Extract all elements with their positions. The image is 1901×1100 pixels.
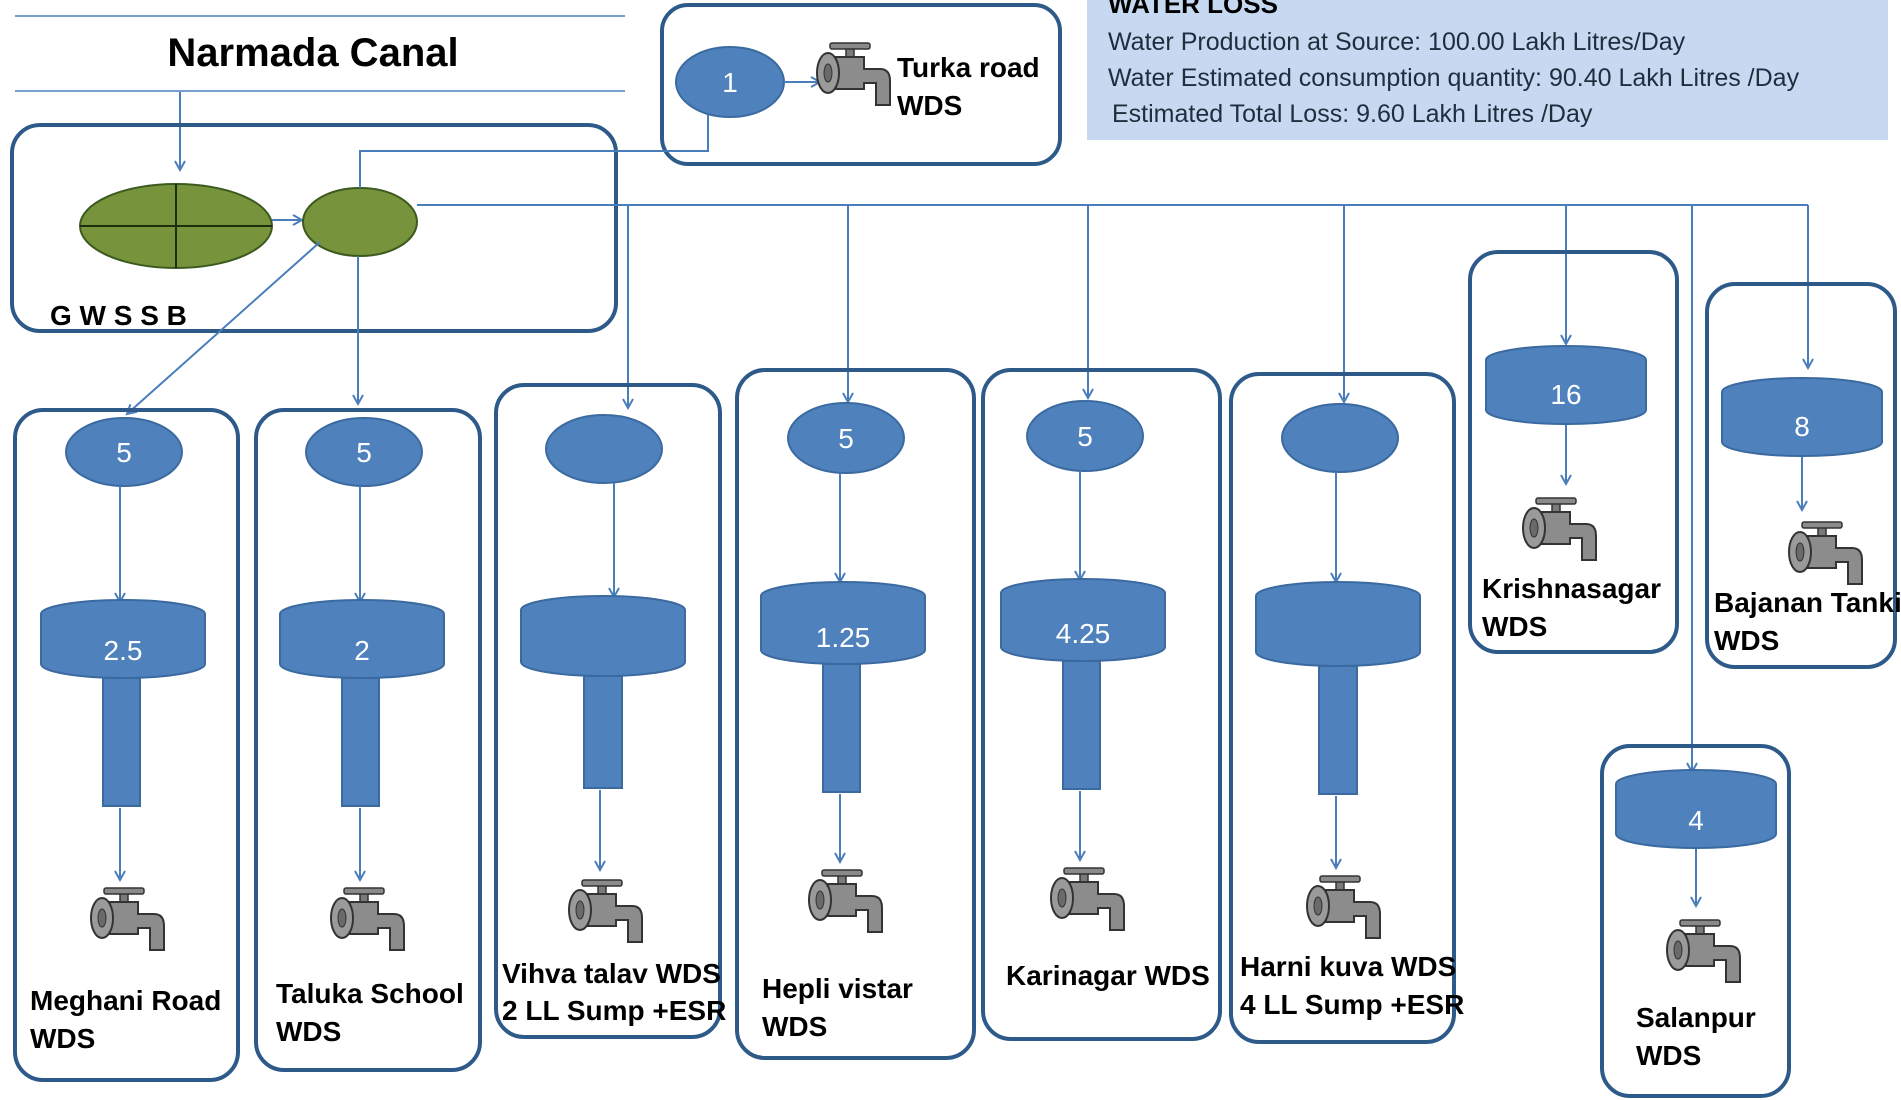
esr-column [583,675,623,789]
turka-sump-value: 1 [722,67,738,98]
station-box [735,368,976,1060]
water-loss-title: WATER LOSS [1108,0,1278,19]
tap-icon [330,887,405,951]
sump-node [545,414,663,484]
station-karinagar: 5 4.25 Karinagar WDS [981,368,1222,1041]
station-label-1: Karinagar WDS [1006,960,1210,991]
sump-node [305,417,423,487]
station-krishnasagar: 16 Krishnasagar WDS [1468,250,1679,654]
station-box [1705,282,1897,669]
plant-label: G W S S B [50,300,187,331]
plant-box [10,123,618,333]
esr-column [1318,665,1358,795]
station-box [494,383,722,1039]
station-box [981,368,1222,1041]
station-label-2: WDS [762,1011,827,1042]
esr-column [341,677,380,807]
canal-title: Narmada Canal [167,31,458,75]
tap-icon [90,887,165,951]
station-label-2: WDS [1714,625,1779,656]
sump-node [787,402,905,474]
station-label-1: Hepli vistar [762,973,913,1004]
esr-value: 4.25 [1056,618,1111,649]
station-harni-kuva: Harni kuva WDS 4 LL Sump +ESR [1229,372,1464,1044]
turka-label-2: WDS [897,90,962,121]
main-sump-icon [302,187,418,257]
esr-tank [1255,596,1421,667]
station-label-1: Harni kuva WDS [1240,951,1456,982]
sump-value: 5 [1077,421,1093,452]
station-label-2: 2 LL Sump +ESR [502,995,726,1026]
water-consumption-text: Water Estimated consumption quantity: 90… [1108,64,1800,92]
station-box [1600,744,1791,1098]
station-label-2: WDS [30,1023,95,1054]
tap-icon [1522,497,1597,561]
station-box [254,408,482,1072]
tap-icon [808,869,883,933]
water-production-text: Water Production at Source: 100.00 Lakh … [1108,28,1686,56]
station-vihva-talav: Vihva talav WDS 2 LL Sump +ESR [494,383,726,1039]
turka-label-1: Turka road [897,52,1040,83]
tap-icon [568,879,643,943]
water-loss-panel [1087,0,1888,140]
station-meghani-road: 5 2.5 Meghani Road WDS [13,408,240,1082]
station-label-1: Salanpur [1636,1002,1756,1033]
station-label-1: Meghani Road [30,985,221,1016]
station-salanpur: 4 Salanpur WDS [1600,744,1791,1098]
tap-icon [1666,919,1741,983]
sump-node [1281,403,1399,473]
tank-value: 8 [1794,411,1810,442]
sump-node [1026,400,1144,472]
esr-tank [520,610,686,677]
station-box [1468,250,1679,654]
station-taluka-school: 5 2 Taluka School WDS [254,408,482,1072]
sump-node [65,417,183,487]
tank-body [1615,784,1777,849]
station-label-2: WDS [1482,611,1547,642]
tank-body [1721,392,1883,457]
tap-icon [1050,867,1125,931]
station-box [1229,372,1456,1044]
tank-value: 4 [1688,805,1704,836]
turka-feed-line [359,104,708,188]
esr-value: 1.25 [816,622,871,653]
station-label-1: Krishnasagar [1482,573,1661,604]
feed-line-1 [127,241,321,414]
tank-body [1485,360,1647,425]
sump-value: 5 [116,437,132,468]
esr-column [102,677,141,807]
esr-value: 2.5 [104,635,143,666]
station-label-1: Vihva talav WDS [502,958,721,989]
station-label-1: Taluka School [276,978,464,1009]
esr-column [1062,660,1101,790]
tap-icon [1788,521,1863,585]
total-loss-text: Estimated Total Loss: 9.60 Lakh Litres /… [1112,100,1593,128]
station-label-1: Bajanan Tanki [1714,587,1901,618]
station-box [13,408,240,1082]
station-hepli-vistar: 5 1.25 Hepli vistar WDS [735,368,976,1060]
esr-value: 2 [354,635,370,666]
station-label-2: 4 LL Sump +ESR [1240,989,1464,1020]
station-bajanan-tanki: 8 Bajanan Tanki WDS [1705,282,1901,669]
station-label-2: WDS [1636,1040,1701,1071]
tap-icon [1306,875,1381,939]
esr-column [822,663,861,793]
turka-tap-icon [816,42,891,106]
turka-road-box [660,3,1062,166]
sump-value: 5 [838,423,854,454]
tank-value: 16 [1550,379,1581,410]
station-label-2: WDS [276,1016,341,1047]
sump-value: 5 [356,437,372,468]
